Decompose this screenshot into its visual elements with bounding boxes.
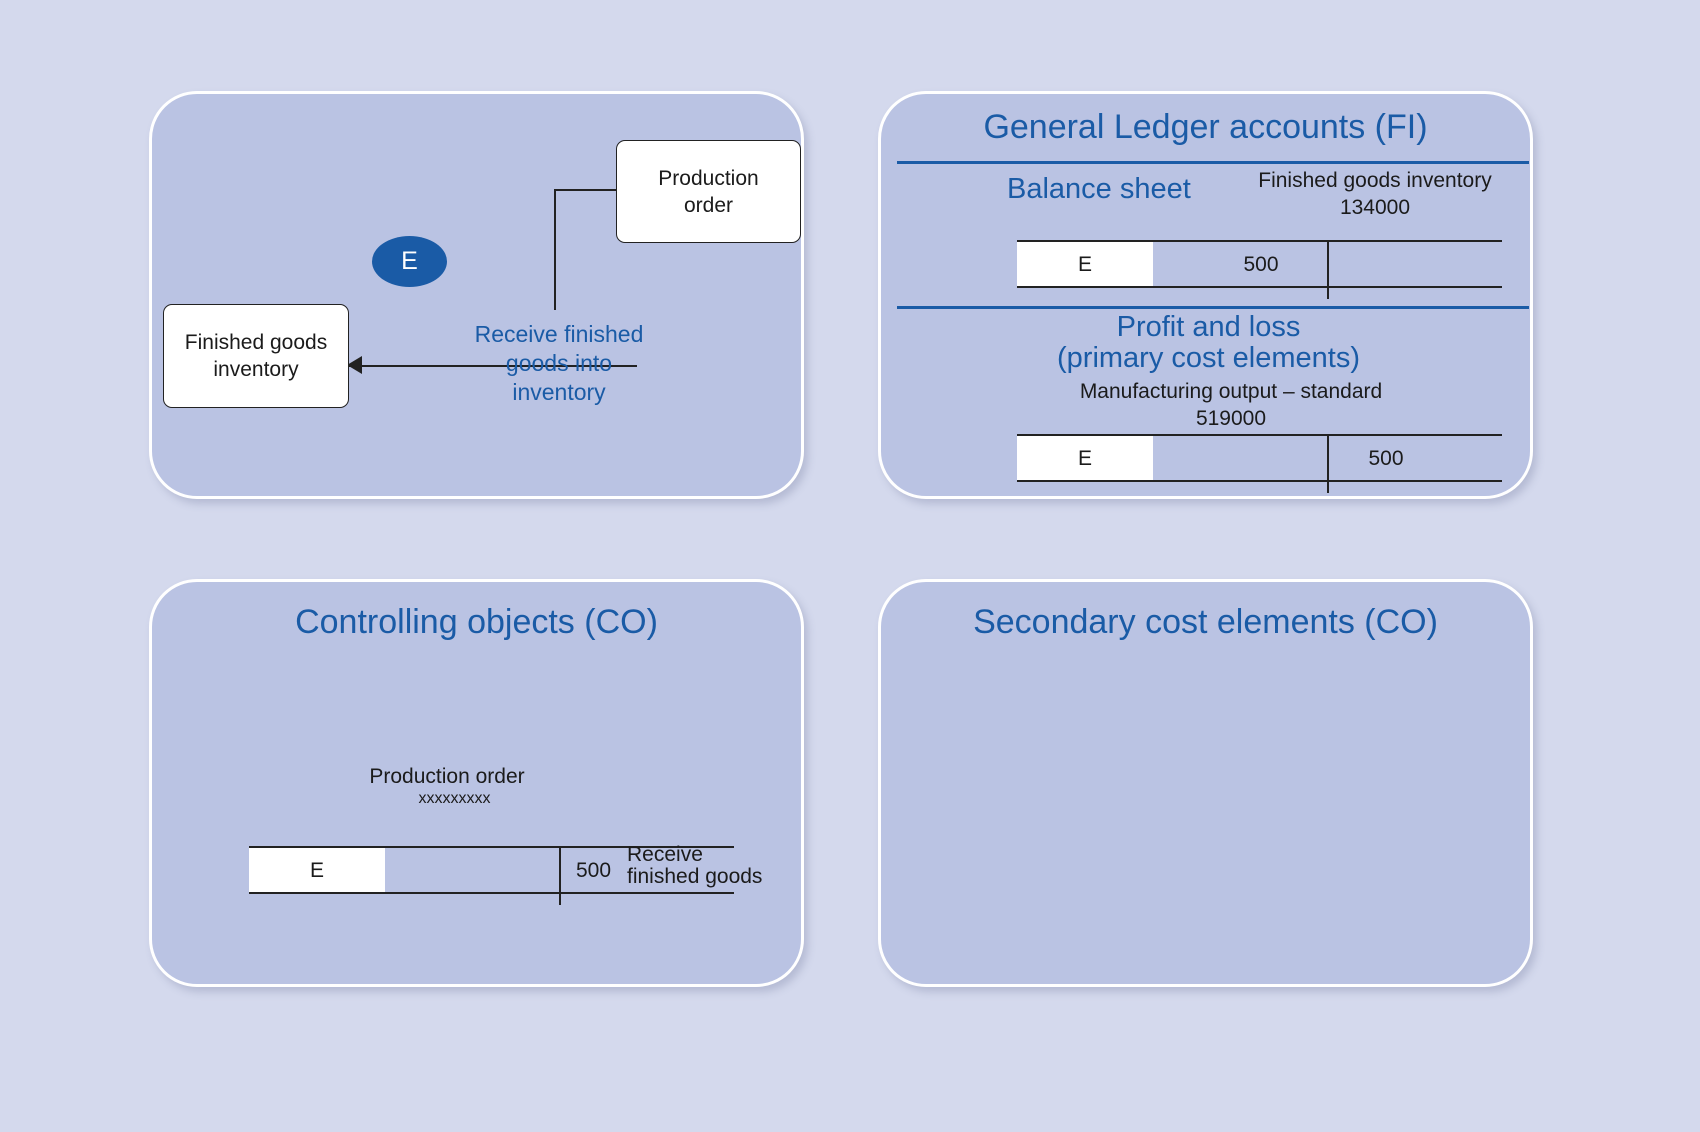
connector-vertical <box>554 189 556 310</box>
connector-horizontal-top <box>554 189 619 191</box>
fg-row-label-box: E <box>1017 242 1153 287</box>
fg-account-number: 134000 <box>1339 196 1411 219</box>
process-flow-panel: Production order Finished goods inventor… <box>149 91 804 499</box>
mo-row-label: E <box>1077 446 1092 470</box>
co-row-label: E <box>309 858 324 882</box>
arrow-line <box>347 365 637 367</box>
mo-credit-amount: 500 <box>1368 447 1404 470</box>
event-e-label: E <box>401 247 418 275</box>
co-order-number: xxxxxxxxx <box>418 790 491 807</box>
mo-row-label-box: E <box>1017 436 1153 481</box>
co-order-name: Production order <box>369 765 525 788</box>
mo-account-name: Manufacturing output – standard <box>1079 380 1383 403</box>
mo-taccount-divider <box>1327 434 1329 493</box>
co-taccount-bottom-line <box>249 892 734 894</box>
fg-row-label: E <box>1077 252 1092 276</box>
controlling-objects-panel: Controlling objects (CO) Production orde… <box>149 579 804 987</box>
pl-divider <box>897 306 1529 309</box>
sec-panel-title: Secondary cost elements (CO) <box>973 603 1438 641</box>
production-order-box-label: Production order <box>658 166 759 217</box>
mo-account-number: 519000 <box>1195 407 1267 430</box>
mo-taccount-bottom-line <box>1017 480 1502 482</box>
co-note-line2: finished goods <box>627 865 763 888</box>
event-e-marker: E <box>372 236 447 287</box>
co-taccount-top-line <box>249 846 734 848</box>
fg-taccount-top-line <box>1017 240 1502 242</box>
fg-taccount-divider <box>1327 240 1329 299</box>
gl-title-divider <box>897 161 1529 164</box>
finished-goods-box-label: Finished goods inventory <box>184 331 328 381</box>
co-row-label-box: E <box>249 848 385 893</box>
fg-debit-amount: 500 <box>1243 253 1279 276</box>
balance-sheet-heading: Balance sheet <box>1007 173 1191 205</box>
receive-goods-label: Receive finished goods into inventory <box>474 321 644 405</box>
arrow-head-icon <box>347 356 362 374</box>
secondary-cost-elements-panel: Secondary cost elements (CO) <box>878 579 1533 987</box>
co-taccount-divider <box>559 846 561 905</box>
general-ledger-panel: General Ledger accounts (FI) Balance she… <box>878 91 1533 499</box>
fg-account-name: Finished goods inventory <box>1258 169 1492 192</box>
pl-heading-line2: (primary cost elements) <box>1057 342 1360 374</box>
co-note-line1: Receive <box>627 843 703 866</box>
finished-goods-box: Finished goods inventory <box>163 304 349 408</box>
co-credit-amount: 500 <box>576 859 612 882</box>
production-order-box: Production order <box>616 140 801 243</box>
pl-heading-line1: Profit and loss <box>1116 311 1301 343</box>
fg-taccount-bottom-line <box>1017 286 1502 288</box>
gl-panel-title: General Ledger accounts (FI) <box>983 108 1428 146</box>
co-panel-title: Controlling objects (CO) <box>295 603 658 641</box>
mo-taccount-top-line <box>1017 434 1502 436</box>
